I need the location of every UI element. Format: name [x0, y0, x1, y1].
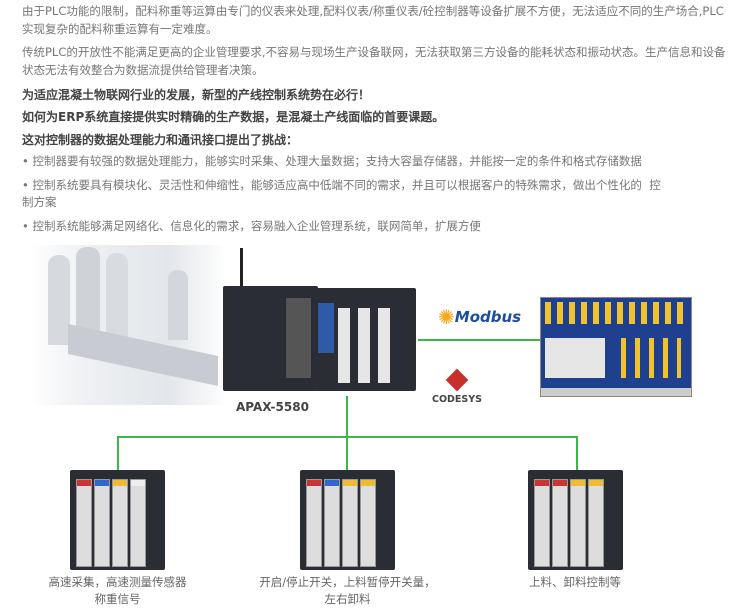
apax-5580-controller	[218, 248, 418, 396]
intro-paragraph-2: 传统PLC的开放性不能满足更高的企业管理要求,不容易与现场生产设备联网，无法获取…	[22, 45, 726, 77]
intro-paragraph-1: 由于PLC功能的限制，配料称重等运算由专门的仪表来处理,配料仪表/称重仪表/砼控…	[22, 4, 724, 36]
connection-line	[346, 436, 348, 470]
bullet-item: • 控制系统能够满足网络化、信息化的需求，容易融入企业管理系统，联网简单，扩展方…	[22, 219, 481, 233]
controller-label: APAX-5580	[236, 400, 309, 414]
modbus-logo: ✺ Modbus	[438, 305, 521, 329]
module-caption: 上料、卸料控制等	[529, 575, 621, 589]
module-caption: 开启/停止开关，上料暂停开关量，左右卸料	[259, 575, 436, 606]
modbus-icon: ✺	[438, 305, 455, 329]
codesys-label: CODESYS	[432, 394, 482, 405]
codesys-logo: CODESYS	[430, 368, 484, 405]
concrete-plant-image	[28, 245, 228, 405]
io-module	[300, 465, 395, 570]
connection-line	[418, 339, 540, 341]
connection-line	[576, 436, 578, 470]
module-caption: 高速采集，高速测量传感器称重信号	[48, 575, 187, 606]
heading-1: 为适应混凝土物联网行业的发展，新型的产线控制系统势在必行！	[22, 88, 371, 102]
bullet-item: • 控制系统要具有模块化、灵活性和伸缩性，能够适应高中低端不同的需求，并且可以根…	[22, 178, 661, 209]
connection-line	[346, 396, 348, 438]
heading-3: 这对控制器的数据处理能力和通讯接口提出了挑战：	[22, 133, 299, 147]
io-module	[70, 465, 165, 570]
bullet-item: • 控制器要有较强的数据处理能力，能够实时采集、处理大量数据；支持大容量存储器，…	[22, 154, 642, 168]
modbus-label: Modbus	[454, 308, 522, 326]
connection-line	[117, 436, 119, 470]
hmi-screen-image	[540, 297, 692, 397]
heading-2: 如何为ERP系统直接提供实时精确的生产数据，是混凝土产线面临的首要课题。	[22, 110, 445, 124]
codesys-cube-icon	[445, 368, 469, 392]
io-module	[528, 465, 623, 570]
